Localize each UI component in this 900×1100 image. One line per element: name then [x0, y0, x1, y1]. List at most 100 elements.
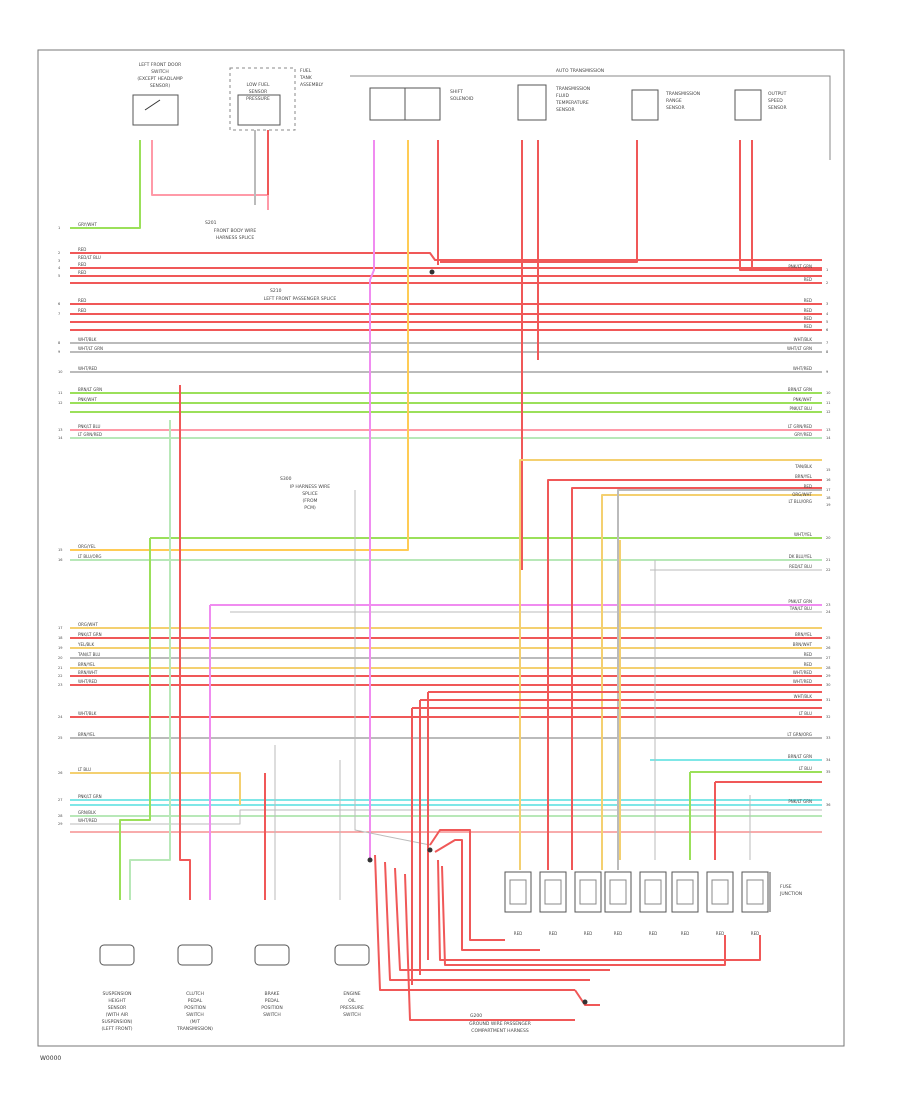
pin-right-6: 7: [826, 341, 828, 345]
pin-left-17: 18: [58, 636, 62, 640]
wire-38: [70, 140, 141, 229]
wire-label-right-10: PNK/WHT: [793, 397, 812, 402]
pin-right-3: 4: [826, 312, 829, 316]
wire-label-left-14: ORG/YEL: [78, 544, 96, 549]
wire-61: [601, 494, 822, 870]
wire-label-right-17: ORG/WHT: [792, 492, 812, 497]
splice-s4-line-0: GROUND WIRE PASSENGER: [469, 1021, 531, 1027]
wire-label-right-24: BRN/YEL: [795, 632, 813, 637]
fuse-element-6: [676, 879, 694, 905]
wire-48: [739, 140, 822, 271]
wire-label-right-30: WHT/BLK: [794, 694, 813, 699]
pin-left-28: 29: [58, 822, 62, 826]
top-component-output_speed-line-1: SPEED: [768, 98, 783, 104]
wire-label-left-16: ORG/WHT: [78, 622, 98, 627]
bottom-connector-4: [334, 944, 370, 966]
wire-74: [434, 839, 540, 951]
wire-label-right-4: RED: [804, 316, 812, 321]
wire-label-right-14: TAN/BLK: [794, 464, 812, 469]
pin-left-14: 15: [58, 548, 62, 552]
pin-right-14: 15: [826, 468, 830, 472]
fuse-2: [539, 871, 567, 913]
pin-right-22: 23: [826, 603, 830, 607]
pin-right-31: 32: [826, 715, 830, 719]
pin-right-34: 35: [826, 770, 830, 774]
pin-right-30: 31: [826, 698, 830, 702]
wire-label-right-16: RED: [804, 484, 812, 489]
pin-left-19: 20: [58, 656, 62, 660]
pin-right-15: 16: [826, 478, 830, 482]
top-component-shift_sol-line-0: SHIFT: [450, 89, 463, 95]
top-component-shift_sol-line-1: SOLENOID: [450, 96, 474, 102]
wire-label-left-28: WHT/RED: [78, 818, 97, 823]
bottom-component-b3-line-0: BRAKE: [265, 991, 280, 997]
pin-right-26: 27: [826, 656, 830, 660]
pin-left-6: 7: [58, 312, 60, 316]
wire-label-left-0: GRY/WHT: [78, 222, 97, 227]
fuse-wire-label-6: RED: [681, 931, 689, 936]
fuse-1: [504, 871, 532, 913]
wire-57: [354, 490, 431, 846]
fuse-3: [574, 871, 602, 913]
pin-left-25: 26: [58, 771, 62, 775]
pin-right-28: 29: [826, 674, 830, 678]
wire-label-right-0: PNK/LT GRN: [788, 264, 812, 269]
wire-75: [437, 859, 761, 961]
fuel-tank-region: [229, 67, 296, 131]
fuse-4: [604, 871, 632, 913]
wire-label-left-20: BRN/YEL: [78, 662, 96, 667]
bottom-connector-2: [177, 944, 213, 966]
pin-right-12: 13: [826, 428, 830, 432]
bottom-connector-3: [254, 944, 290, 966]
wire-76: [441, 865, 726, 966]
pin-left-2: 3: [58, 259, 60, 263]
pin-right-7: 8: [826, 350, 828, 354]
top-component-trans_range-line-1: RANGE: [666, 98, 682, 104]
fuse-wire-label-2: RED: [549, 931, 557, 936]
bottom-component-b3-line-1: PEDAL: [265, 998, 280, 1004]
fuse-wire-label-5: RED: [649, 931, 657, 936]
wire-70: [384, 861, 590, 981]
bottom-component-b2-line-1: PEDAL: [188, 998, 203, 1004]
wire-label-right-2: RED: [804, 298, 812, 303]
pin-right-5: 6: [826, 328, 828, 332]
fuse-wire-label-7: RED: [716, 931, 724, 936]
wire-label-left-5: RED: [78, 298, 86, 303]
wire-42: [369, 140, 375, 860]
fuse-element-1: [509, 879, 527, 905]
splice-s2-line-0: LEFT FRONT PASSENGER SPLICE: [264, 296, 337, 302]
wire-label-right-1: RED: [804, 277, 812, 282]
pin-left-12: 13: [58, 428, 62, 432]
wire-label-left-19: TAN/LT BLU: [77, 652, 100, 657]
wire-28: [70, 160, 409, 551]
wire-label-left-24: BRN/YEL: [78, 732, 96, 737]
top-component-lfd_switch-line-1: SWITCH: [151, 69, 169, 75]
fuse-element-8: [746, 879, 764, 905]
wire-27: [70, 252, 822, 261]
pin-left-0: 1: [58, 226, 60, 230]
wire-label-right-20: DK BLU/YEL: [789, 554, 813, 559]
fuse-8: [741, 871, 769, 913]
switch-box-left-front-door: [132, 94, 179, 126]
bottom-component-b2-line-2: POSITION: [184, 1005, 205, 1011]
fuse-element-5: [644, 879, 662, 905]
wire-label-left-13: LT GRN/RED: [78, 432, 102, 437]
sensor-box-low-fuel: [237, 94, 281, 126]
fuse-wire-label-4: RED: [614, 931, 622, 936]
wire-label-left-22: WHT/RED: [78, 679, 97, 684]
pin-left-3: 4: [58, 266, 61, 270]
wire-73: [429, 829, 505, 941]
top-component-trans_fluid-line-3: SENSOR: [556, 107, 575, 113]
pin-left-8: 9: [58, 350, 60, 354]
wire-label-right-25: BRN/WHT: [793, 642, 813, 647]
wire-label-right-7: WHT/LT GRN: [787, 346, 812, 351]
wire-51: [119, 538, 151, 900]
wire-label-left-27: GRN/BLK: [78, 810, 96, 815]
pin-right-25: 26: [826, 646, 830, 650]
pin-left-26: 27: [58, 798, 62, 802]
top-component-lfd_switch-line-2: (EXCEPT HEADLAMP: [137, 76, 183, 82]
fuse-5: [639, 871, 667, 913]
pin-right-0: 1: [826, 268, 828, 272]
wire-label-left-1: RED: [78, 247, 86, 252]
